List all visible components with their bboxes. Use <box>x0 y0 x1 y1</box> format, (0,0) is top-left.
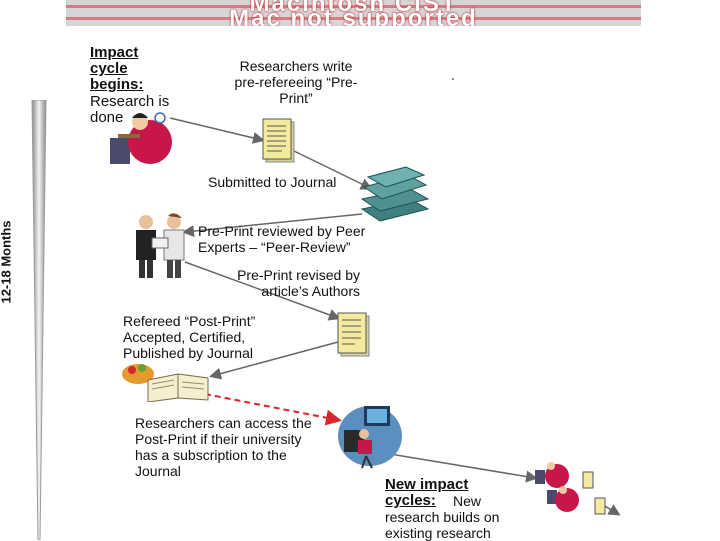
banner-subtitle: Mac not supported <box>229 5 478 27</box>
research-done-label: Research is done <box>90 93 170 126</box>
dashed-arrow-to-access <box>204 393 342 426</box>
preprint-document-icon <box>262 118 295 163</box>
access-label: Researchers can access the Post-Print if… <box>135 415 312 479</box>
arrow-revised-to-published <box>209 341 339 380</box>
banner-stripe <box>66 17 641 20</box>
banner-title: Macintosh CIST <box>249 0 458 17</box>
journal-stack-icon <box>360 166 430 222</box>
postprint-label: Refereed “Post-Print” Accepted, Certifie… <box>123 313 256 361</box>
arrow-preprint-to-journal <box>291 149 373 190</box>
new-cycle-researchers-icon <box>535 462 606 515</box>
banner-stripe <box>66 5 641 8</box>
peer-review-label: Pre-Print reviewed by Peer Experts – “Pe… <box>198 223 366 255</box>
postprint-document-icon <box>337 312 370 357</box>
timeline-bar <box>31 100 47 540</box>
stray-dot <box>452 78 454 80</box>
peer-reviewers-icon <box>136 213 185 278</box>
impact-heading: Impact cycle begins: <box>90 44 144 93</box>
arrow-access-to-new-cycles <box>377 451 538 483</box>
new-cycles-label: New research builds on existing research <box>385 493 500 541</box>
title-banner: Macintosh CIST Mac not supported <box>66 0 641 26</box>
open-book-icon <box>122 364 209 402</box>
revised-label: Pre-Print revised by article’s Authors <box>237 267 360 299</box>
arrow-journal-to-review <box>182 213 363 238</box>
researcher-at-desk-icon <box>110 112 172 164</box>
arrow-research-to-preprint <box>169 117 265 144</box>
arrow-review-to-revised <box>184 261 341 321</box>
computer-user-icon <box>338 406 402 469</box>
submitted-label: Submitted to Journal <box>208 174 337 190</box>
new-cycles-heading: New impact cycles: <box>385 476 469 509</box>
researchers-write-label: Researchers write pre-refereeing “Pre-Pr… <box>234 58 358 106</box>
